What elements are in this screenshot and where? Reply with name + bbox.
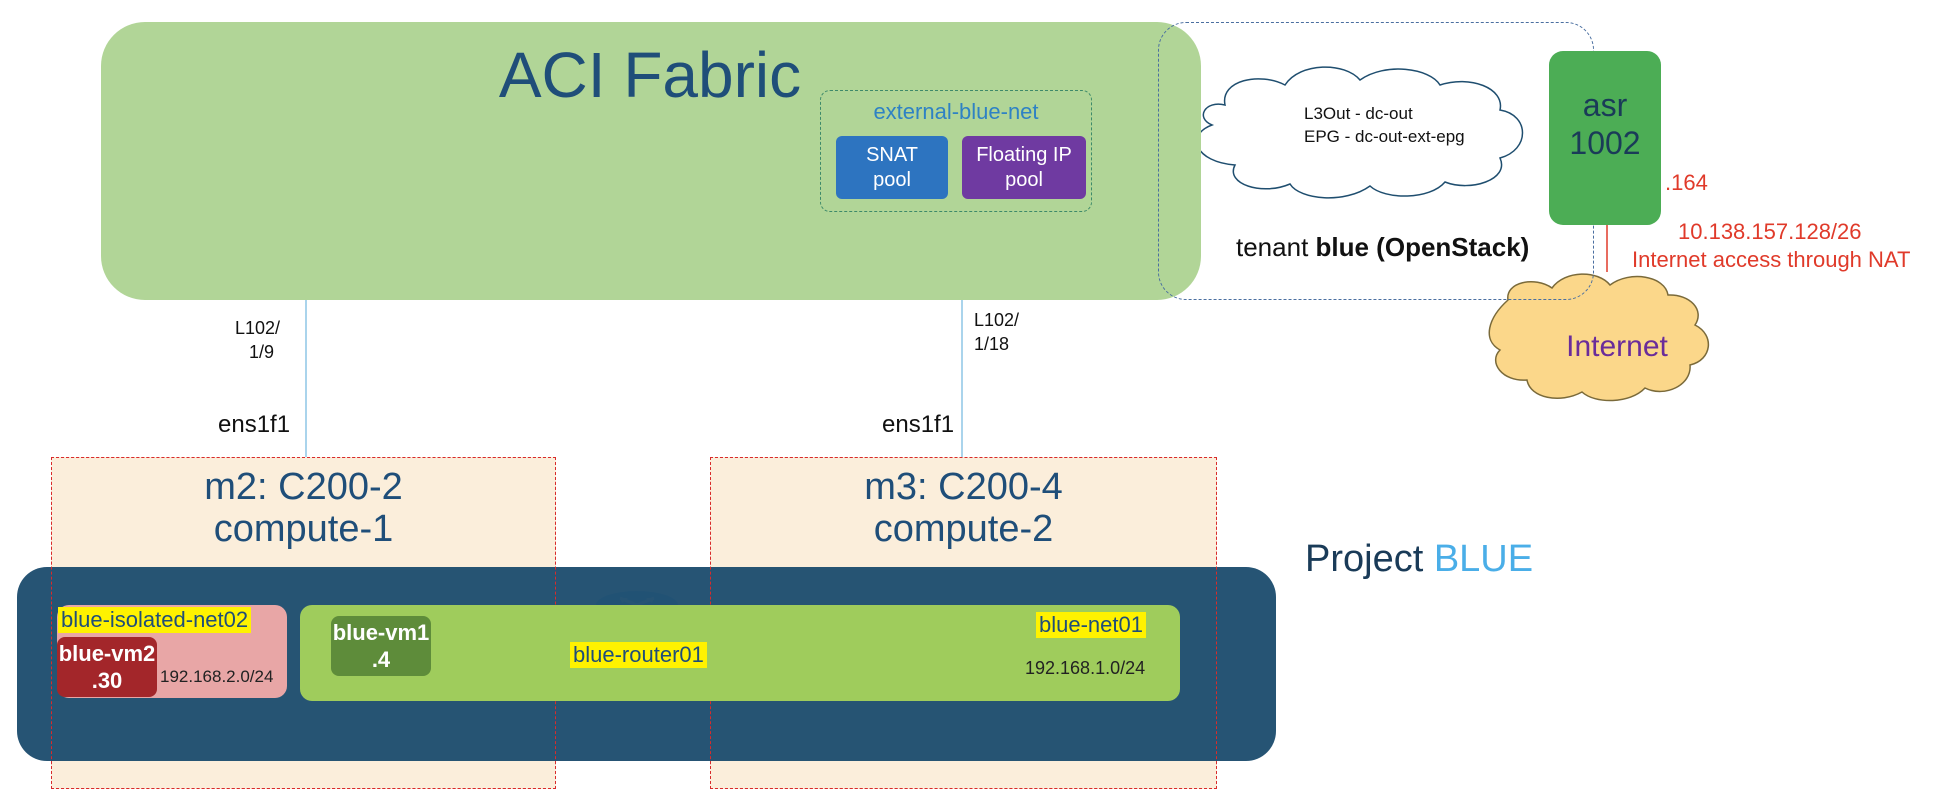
project-name: BLUE: [1433, 538, 1534, 580]
fip-pool-line2: pool: [1005, 169, 1043, 191]
compute-1-line1: m2: C200-2: [204, 466, 403, 508]
vm1-ip: .4: [371, 647, 391, 672]
right-iface-label: ens1f1: [882, 411, 955, 438]
vm1-name: blue-vm1: [332, 620, 430, 645]
vm-blue-vm2: blue-vm2 .30: [57, 637, 157, 697]
isolated-net-label: blue-isolated-net02: [58, 607, 252, 633]
snat-pool-line2: pool: [873, 169, 911, 191]
compute-2-title: m3: C200-4 compute-2: [711, 466, 1216, 550]
project-label: Project BLUE: [1305, 538, 1533, 581]
vm2-name: blue-vm2: [58, 641, 156, 666]
tenant-label: tenant blue (OpenStack): [1236, 232, 1529, 263]
tenant-prefix: tenant: [1236, 232, 1316, 262]
right-port-line2: 1/18: [974, 334, 1010, 354]
external-net-box: [820, 90, 1092, 212]
compute-1-line2: compute-1: [213, 508, 394, 550]
right-port-label: L102/ 1/18: [974, 308, 1019, 356]
asr-subnet: 10.138.157.128/26: [1678, 219, 1862, 244]
floating-ip-pool: Floating IP pool: [962, 136, 1086, 199]
compute-2-line1: m3: C200-4: [864, 466, 1063, 508]
snat-pool: SNAT pool: [836, 136, 948, 199]
isolated-net-cidr: 192.168.2.0/24: [160, 667, 274, 686]
router-label: blue-router01: [570, 642, 707, 668]
net01: [300, 605, 1180, 701]
internet-label: Internet: [1566, 330, 1668, 363]
compute-1-title: m2: C200-2 compute-1: [52, 466, 555, 550]
left-port-line2: 1/9: [249, 342, 275, 362]
snat-pool-line1: SNAT: [866, 144, 918, 166]
left-iface-label: ens1f1: [218, 411, 291, 438]
asr-ip-suffix: .164: [1665, 170, 1708, 195]
l3out-text: L3Out - dc-out EPG - dc-out-ext-epg: [1304, 102, 1465, 148]
asr-line2: 1002: [1569, 125, 1641, 161]
asr-line1: asr: [1582, 87, 1628, 123]
fip-pool-line1: Floating IP: [976, 144, 1072, 166]
net01-cidr: 192.168.1.0/24: [1025, 658, 1146, 678]
l3out-line2: EPG - dc-out-ext-epg: [1304, 127, 1465, 146]
asr-label: asr 1002: [1549, 86, 1661, 162]
tenant-name: blue (OpenStack): [1315, 232, 1530, 262]
external-net-label: external-blue-net: [873, 99, 1039, 124]
asr-router: [1549, 51, 1661, 225]
vm2-ip: .30: [91, 668, 123, 693]
net01-label: blue-net01: [1036, 612, 1146, 638]
l3out-cloud: [1196, 66, 1524, 199]
right-port-line1: L102/: [974, 310, 1020, 330]
compute-2-line2: compute-2: [873, 508, 1054, 550]
fabric-title: ACI Fabric: [498, 39, 802, 111]
nat-note: Internet access through NAT: [1632, 247, 1911, 272]
project-prefix: Project: [1305, 538, 1434, 580]
vm-blue-vm1: blue-vm1 .4: [331, 616, 431, 676]
left-port-line1: L102/: [235, 318, 281, 338]
left-port-label: L102/ 1/9: [235, 316, 280, 364]
l3out-line1: L3Out - dc-out: [1304, 104, 1413, 123]
